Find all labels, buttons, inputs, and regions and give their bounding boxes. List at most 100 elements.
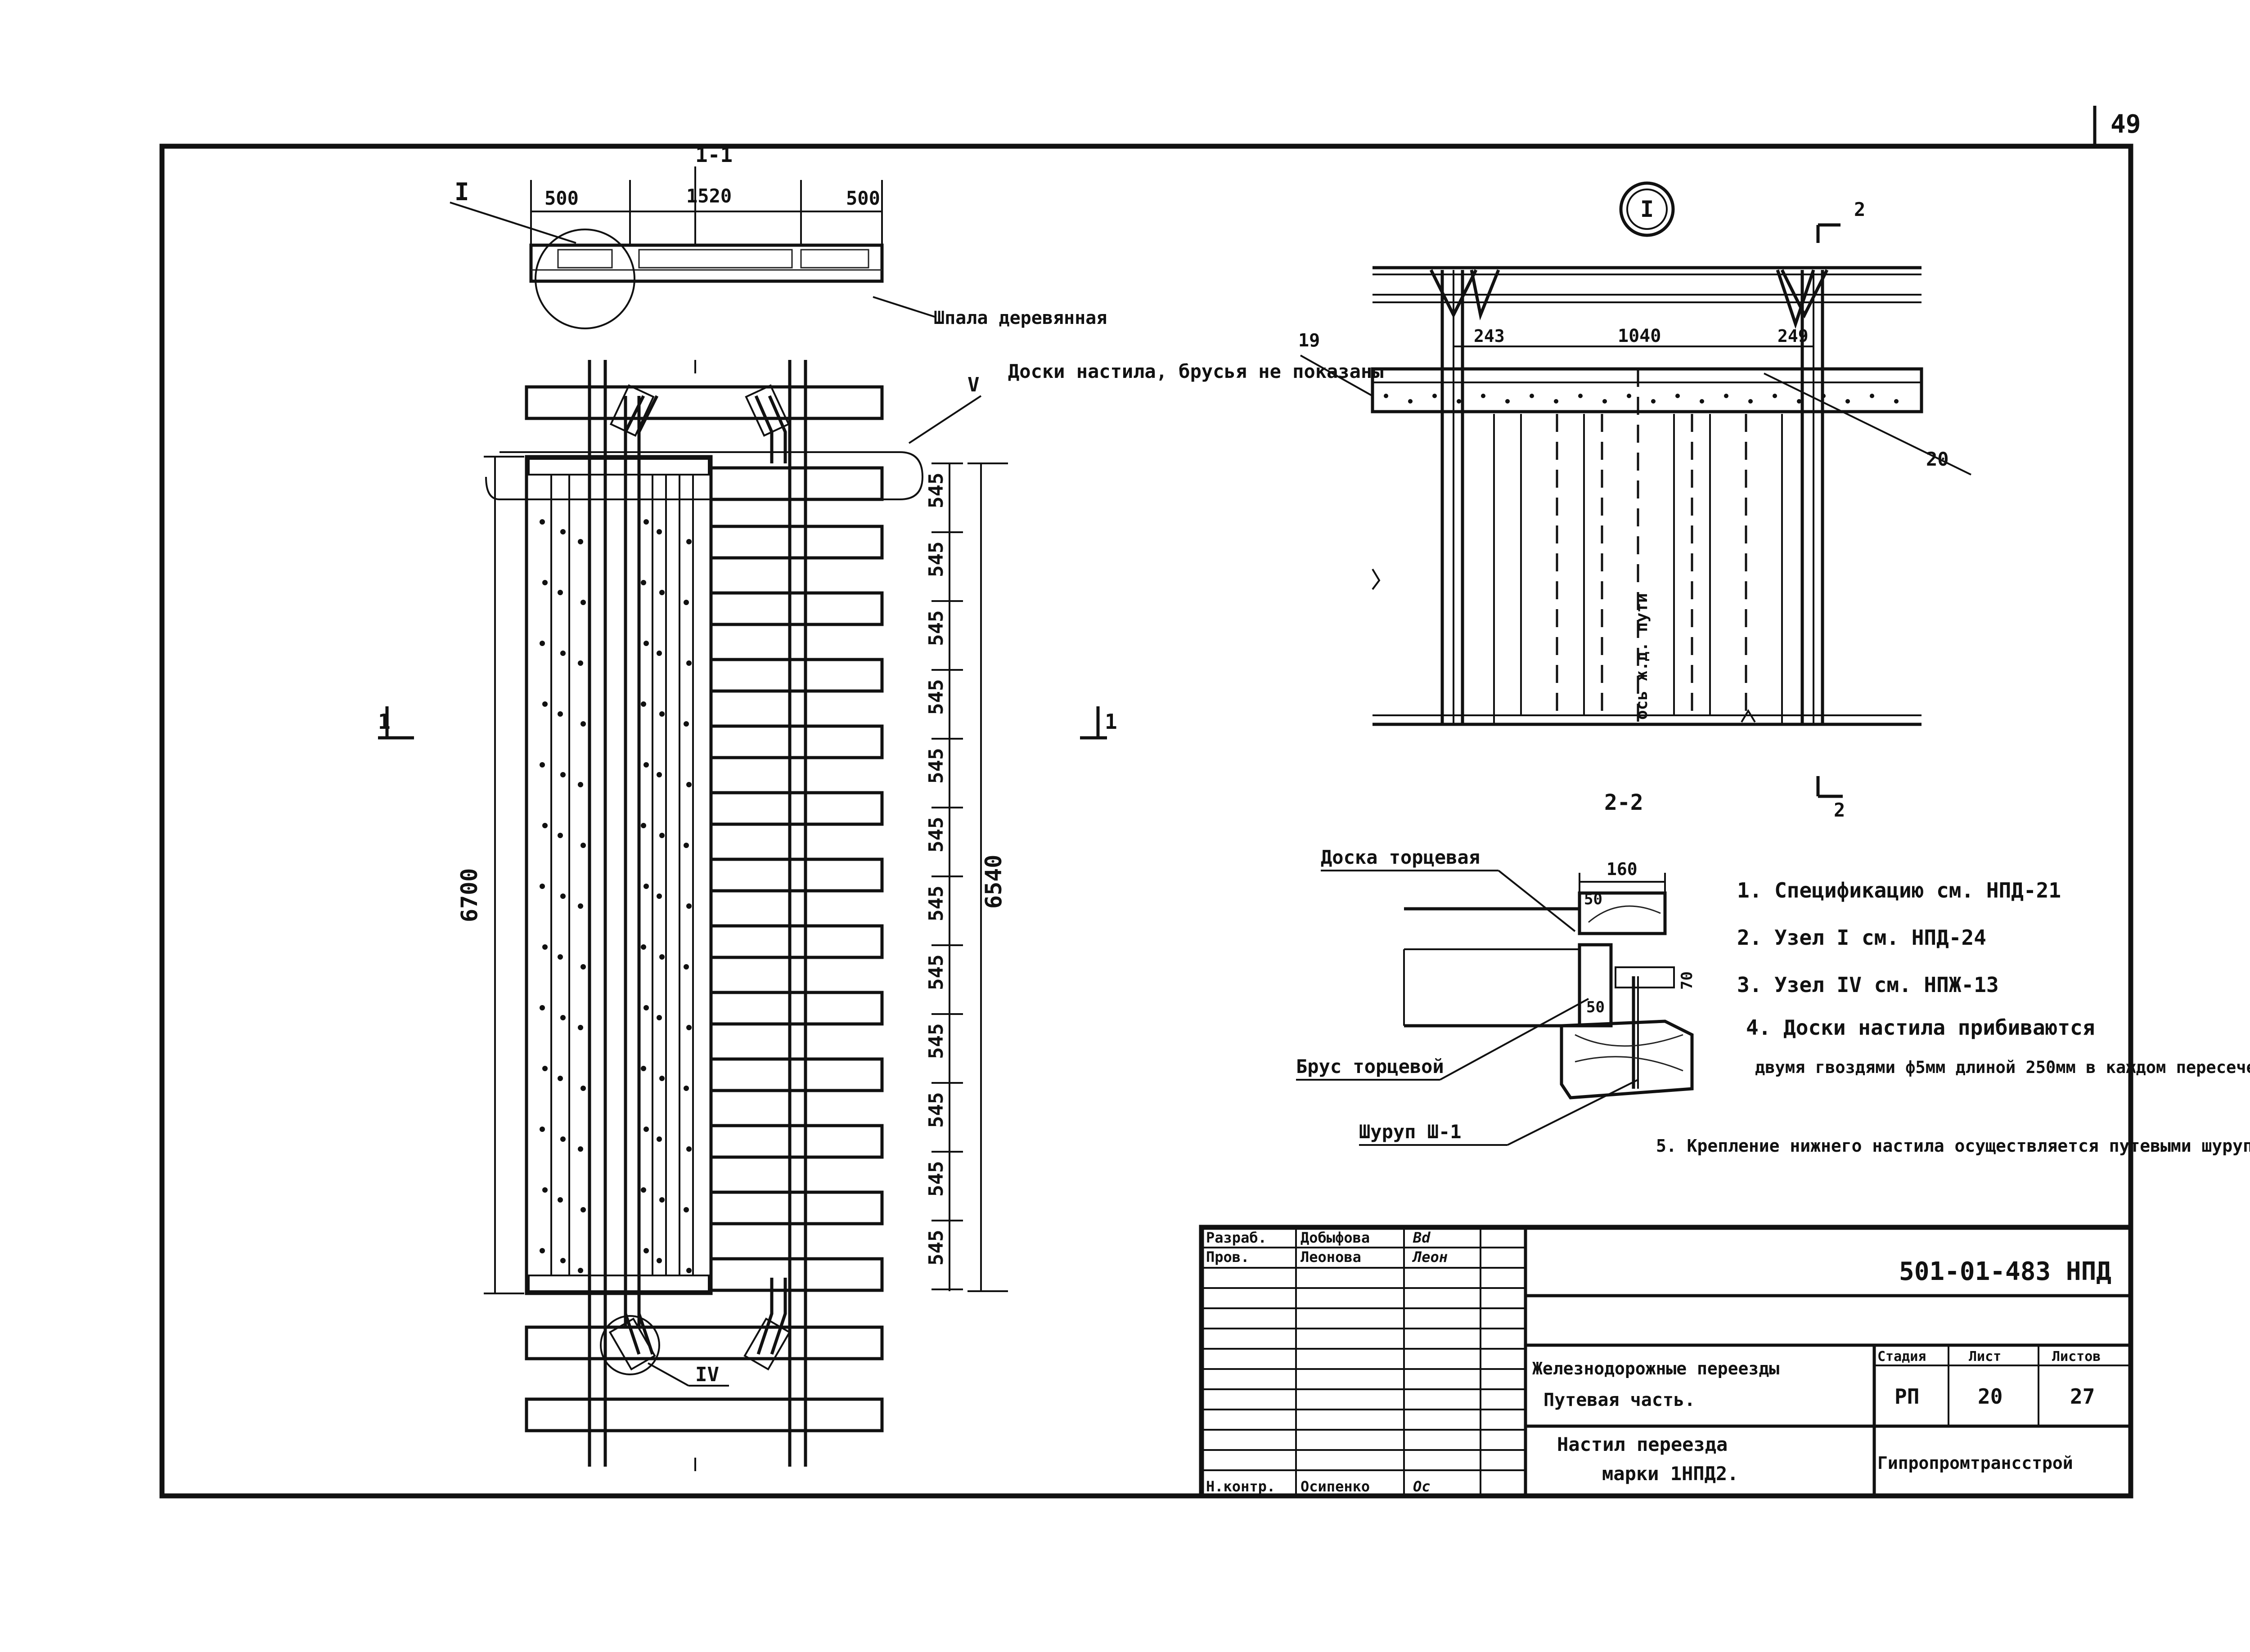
nail-dot: [540, 1127, 545, 1132]
nail-dot: [578, 1268, 583, 1273]
nail-dot: [578, 1146, 583, 1152]
node-I-label: I: [454, 178, 469, 206]
sleeper: [709, 466, 884, 501]
tb-last-sign: Ос: [1413, 1478, 1431, 1495]
nail-dot: [644, 1248, 649, 1253]
dim-detail-right: 249: [1778, 326, 1809, 346]
nail-dot: [644, 762, 649, 768]
nail-dot: [558, 954, 563, 960]
nail-dot: [540, 1248, 545, 1253]
sleeper: [709, 724, 884, 759]
spacing-value: 545: [925, 473, 948, 508]
band-dot: [1602, 399, 1607, 404]
detail-board-lines: [1520, 414, 1747, 715]
band-dot: [1870, 394, 1874, 398]
nail-dot: [686, 782, 692, 787]
sleeper: [709, 525, 884, 560]
detail-I: I 2 2 ось ж.д. п: [1298, 181, 1971, 821]
spacing-value: 545: [925, 886, 948, 921]
spacing-value: 545: [925, 1161, 948, 1197]
nail-dot: [641, 944, 646, 950]
dim-160: 160: [1606, 859, 1638, 879]
band-dot: [1505, 399, 1510, 404]
section-mark-right: 1: [1105, 709, 1117, 734]
tb-sheet-value: 20: [1978, 1384, 2002, 1409]
sleeper: [525, 1325, 884, 1360]
nail-dot: [686, 660, 692, 666]
nail-dot: [578, 1025, 583, 1030]
detail-I-section-mark-top: 2: [1854, 198, 1865, 220]
nail-dot: [659, 833, 665, 838]
section-mark-left: 1: [378, 709, 391, 734]
nail-dot: [657, 1015, 662, 1020]
detail-I-circle-label: I: [1640, 196, 1654, 222]
nail-dot: [641, 1187, 646, 1193]
spacing-value: 545: [925, 611, 948, 646]
nail-dot: [641, 580, 646, 585]
nail-dot: [684, 1086, 689, 1091]
nail-dots: [540, 519, 692, 1273]
sleeper: [709, 991, 884, 1026]
dim-50a: 50: [1584, 890, 1602, 908]
note-1: 1. Спецификацию см. НПД-21: [1737, 878, 2061, 902]
nail-dot: [542, 1187, 548, 1193]
spacing-value: 545: [925, 542, 948, 577]
nail-dot: [657, 893, 662, 899]
band-dot: [1530, 394, 1534, 398]
dim-70: 70: [1678, 971, 1696, 990]
dim-top-left: 500: [544, 187, 579, 209]
spacing-value: 545: [925, 748, 948, 784]
section-2-2-label: 2-2: [1604, 790, 1643, 815]
nail-dot: [580, 721, 586, 727]
sleeper: [709, 1124, 884, 1159]
dim-sleeper-span: 6540: [981, 855, 1007, 909]
tb-row1-role: Разраб.: [1206, 1229, 1267, 1246]
sheet-frame: [159, 144, 2133, 1499]
spacing-value: 545: [925, 1092, 948, 1128]
band-dot: [1797, 399, 1801, 404]
nail-dot: [560, 893, 566, 899]
spacing-value: 545: [925, 1024, 948, 1059]
note-2: 2. Узел I см. НПД-24: [1737, 925, 1986, 950]
tb-row1-sign: Bd: [1413, 1229, 1431, 1246]
nail-dot: [686, 1025, 692, 1030]
nail-dot: [542, 1066, 548, 1071]
band-dot: [1554, 399, 1558, 404]
note-4a: 4. Доски настила прибиваются: [1746, 1015, 2095, 1040]
nail-dot: [558, 1076, 563, 1081]
spacing-value: 545: [925, 679, 948, 715]
nail-dot: [659, 1076, 665, 1081]
nail-dot: [542, 823, 548, 828]
sleeper: [525, 1397, 884, 1432]
band-dot: [1724, 394, 1728, 398]
nail-dot: [659, 954, 665, 960]
node-IV-label: IV: [695, 1363, 719, 1386]
label-screw: Шуруп Ш-1: [1359, 1121, 1462, 1143]
nail-dot: [578, 903, 583, 909]
nail-dot: [659, 1197, 665, 1203]
band-dot: [1578, 394, 1583, 398]
nail-dot: [684, 600, 689, 605]
nail-dot: [560, 529, 566, 534]
title-block-rows: [1202, 1247, 1526, 1471]
band-dot: [1627, 394, 1631, 398]
note-5: 5. Крепление нижнего настила осуществляе…: [1656, 1136, 2250, 1156]
band-dot: [1894, 399, 1899, 404]
sleeper: [709, 857, 884, 893]
nail-dot: [578, 782, 583, 787]
sleeper: [709, 1257, 884, 1292]
tb-drawing-line1: Настил переезда: [1557, 1433, 1728, 1455]
dim-top-right: 500: [846, 187, 880, 209]
nail-dot: [684, 1207, 689, 1212]
nail-dot: [684, 964, 689, 970]
page-number: 49: [2110, 110, 2141, 139]
tb-sheets-header: Листов: [2052, 1349, 2101, 1365]
dim-50b: 50: [1586, 998, 1605, 1016]
tb-row2-name: Леонова: [1300, 1248, 1361, 1266]
dim-total-length: 6700: [456, 868, 482, 922]
nail-dot: [540, 641, 545, 646]
dim-top-mid: 1520: [686, 185, 732, 207]
nail-dot: [560, 1015, 566, 1020]
sleeper: [709, 791, 884, 826]
tb-row2-sign: Леон: [1412, 1248, 1448, 1266]
